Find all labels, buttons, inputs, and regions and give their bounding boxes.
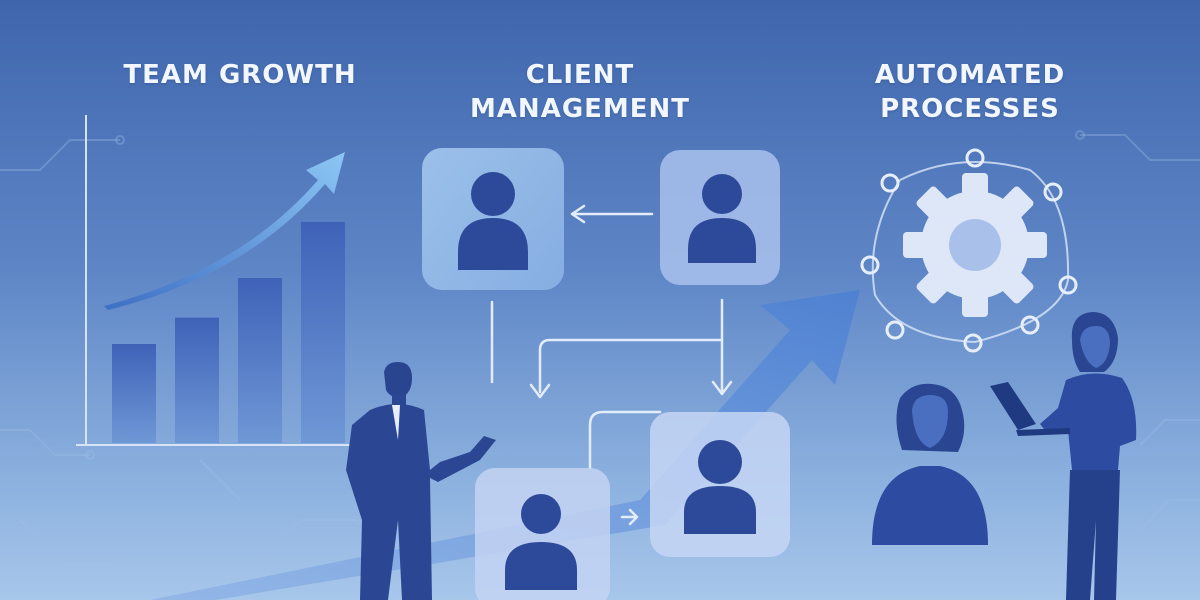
process-cycle bbox=[860, 148, 1078, 353]
team-growth-heading: TEAM GROWTH bbox=[110, 58, 370, 92]
bar-chart-icon bbox=[76, 115, 380, 446]
growth-bar bbox=[301, 221, 345, 443]
growth-bar bbox=[175, 317, 219, 443]
user-avatar-icon bbox=[458, 172, 528, 270]
automated-processes-heading: AUTOMATED PROCESSES bbox=[850, 58, 1090, 126]
user-avatar-icon bbox=[684, 440, 756, 534]
client-card-top-left bbox=[422, 148, 564, 290]
client-card-bottom-right bbox=[650, 412, 790, 557]
trend-up-arrow-icon bbox=[104, 152, 345, 310]
woman-figure bbox=[872, 383, 988, 545]
heading-line: MANAGEMENT bbox=[469, 94, 691, 124]
growth-bar bbox=[112, 344, 156, 443]
heading-line: CLIENT bbox=[525, 60, 635, 90]
client-flow bbox=[490, 204, 733, 526]
heading-line: TEAM GROWTH bbox=[123, 60, 357, 90]
client-card-top-right bbox=[660, 150, 780, 285]
client-card-bottom-left bbox=[475, 468, 610, 600]
gear-icon bbox=[903, 173, 1047, 317]
businessman-figure bbox=[346, 362, 496, 600]
growth-bar bbox=[238, 278, 282, 443]
user-avatar-icon bbox=[505, 494, 577, 590]
client-management-heading: CLIENT MANAGEMENT bbox=[440, 58, 720, 126]
user-avatar-icon bbox=[688, 174, 756, 263]
woman-with-laptop-figure bbox=[990, 312, 1137, 600]
heading-line: PROCESSES bbox=[880, 94, 1060, 124]
heading-line: AUTOMATED bbox=[874, 60, 1066, 90]
